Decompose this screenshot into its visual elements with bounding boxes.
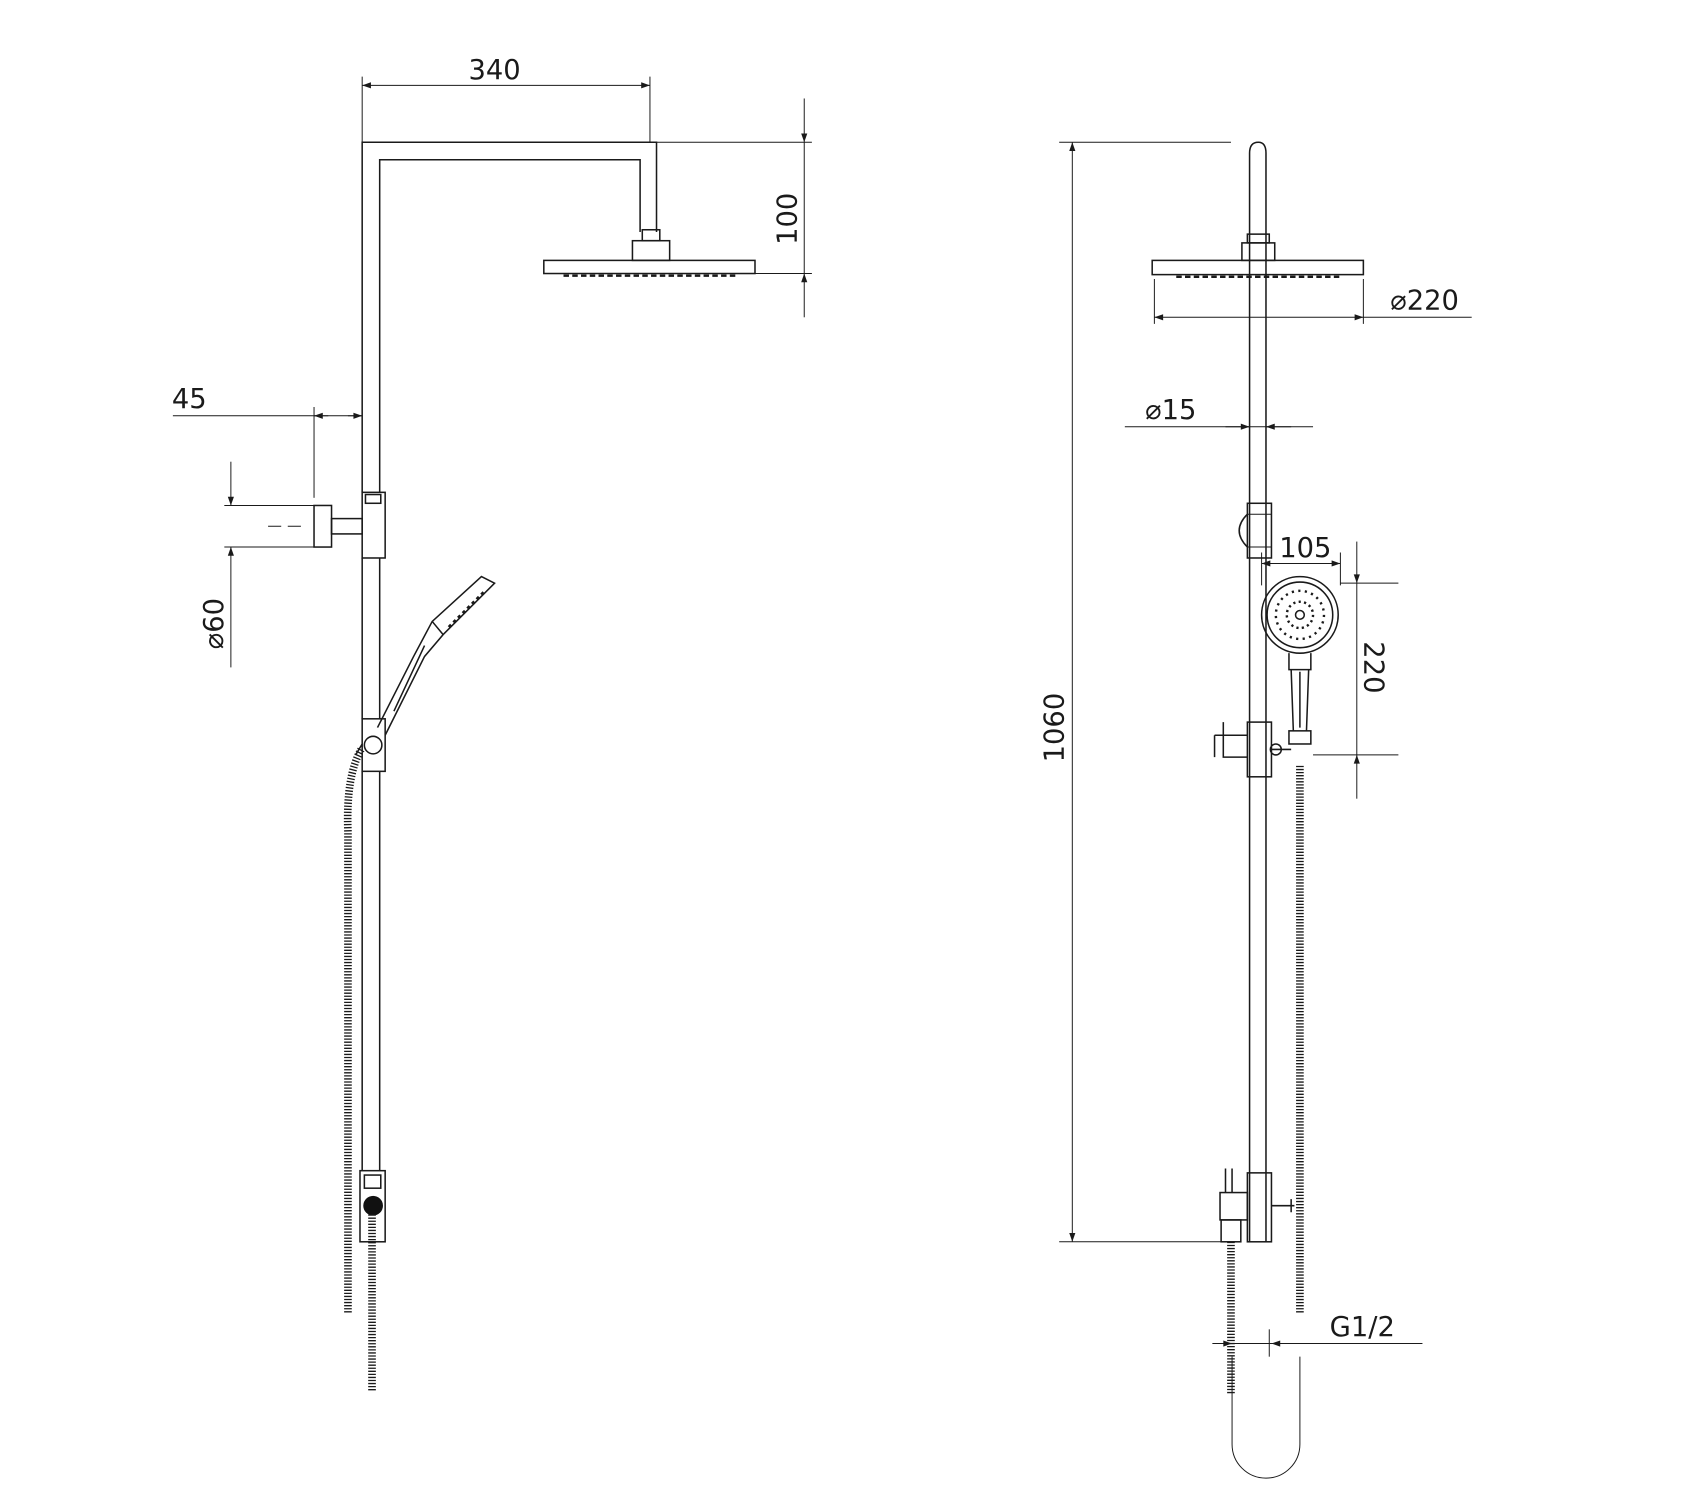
hand-shower-front xyxy=(1260,575,1339,745)
dim-label-220-hand: 220 xyxy=(1357,641,1388,693)
overhead-shower-head-front xyxy=(1151,233,1365,279)
hand-shower-slider xyxy=(354,718,386,773)
hose xyxy=(343,747,376,1392)
dim-diameter-220: ⌀220 xyxy=(1153,278,1472,324)
side-view: 340 100 45 ⌀60 xyxy=(172,55,812,1392)
diverter-front xyxy=(1219,1168,1295,1243)
wall-bracket xyxy=(268,491,386,559)
overhead-shower-head xyxy=(543,228,756,277)
riser-and-arm xyxy=(361,141,658,1171)
dim-label-60: ⌀60 xyxy=(199,598,230,649)
dim-1060: 1060 xyxy=(1040,141,1237,1243)
dim-diameter-15: ⌀15 xyxy=(1124,395,1314,430)
slider-front xyxy=(1213,721,1292,778)
dim-label-340: 340 xyxy=(468,55,520,86)
hose-outlet-bracket xyxy=(359,1169,386,1243)
front-view: 1060 ⌀220 ⌀15 105 220 xyxy=(1040,141,1472,1479)
dim-100: 100 xyxy=(656,98,812,318)
dim-label-g12: G1/2 xyxy=(1330,1312,1395,1343)
dim-diameter-60: ⌀60 xyxy=(199,461,315,668)
dim-220-hand: 220 xyxy=(1313,541,1399,799)
wall-bracket-front xyxy=(1238,502,1273,559)
dim-label-15: ⌀15 xyxy=(1145,395,1196,426)
riser-pipe xyxy=(1248,141,1267,1242)
dim-340: 340 xyxy=(361,55,651,143)
hand-shower-side xyxy=(376,575,496,736)
dim-105: 105 xyxy=(1261,533,1341,586)
dim-label-45: 45 xyxy=(172,384,207,415)
dim-label-1060: 1060 xyxy=(1040,693,1071,763)
hose-front xyxy=(1227,765,1304,1479)
dim-45: 45 xyxy=(172,384,363,498)
dim-label-105: 105 xyxy=(1279,533,1331,564)
dim-label-220-head: ⌀220 xyxy=(1390,286,1459,317)
dim-g12: G1/2 xyxy=(1212,1312,1423,1357)
dim-label-100: 100 xyxy=(773,193,804,245)
